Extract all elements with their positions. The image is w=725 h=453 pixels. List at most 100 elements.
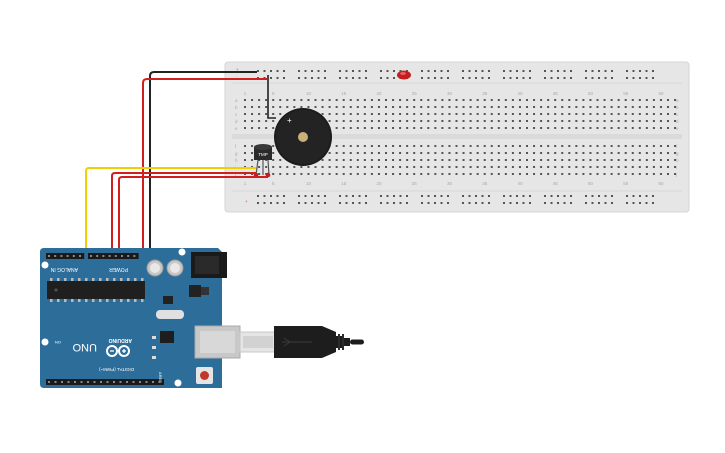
- breadboard-hole[interactable]: [279, 159, 282, 161]
- breadboard-hole[interactable]: [554, 173, 557, 175]
- breadboard-hole[interactable]: [540, 120, 543, 122]
- breadboard-hole[interactable]: [533, 145, 536, 147]
- wire-black-gnd[interactable]: [149, 71, 257, 256]
- rail-hole[interactable]: [386, 77, 389, 79]
- breadboard-hole[interactable]: [420, 113, 423, 115]
- breadboard-hole[interactable]: [244, 113, 246, 115]
- breadboard-hole[interactable]: [335, 127, 338, 129]
- rail-hole[interactable]: [386, 70, 389, 72]
- breadboard-hole[interactable]: [293, 173, 296, 175]
- header-pin[interactable]: [133, 255, 136, 257]
- rail-hole[interactable]: [317, 202, 320, 204]
- breadboard-hole[interactable]: [349, 99, 352, 101]
- rail-hole[interactable]: [427, 202, 430, 204]
- breadboard-hole[interactable]: [603, 173, 606, 175]
- breadboard-hole[interactable]: [518, 166, 521, 168]
- wire-red-a[interactable]: [111, 172, 256, 256]
- rail-hole[interactable]: [468, 77, 471, 79]
- breadboard-hole[interactable]: [638, 173, 641, 175]
- rail-hole[interactable]: [550, 77, 553, 79]
- header-pin[interactable]: [48, 255, 50, 257]
- breadboard-hole[interactable]: [427, 106, 430, 108]
- breadboard-hole[interactable]: [476, 173, 479, 175]
- breadboard-hole[interactable]: [526, 120, 528, 122]
- breadboard-hole[interactable]: [645, 99, 648, 101]
- rail-hole[interactable]: [276, 70, 279, 72]
- breadboard-hole[interactable]: [335, 120, 338, 122]
- breadboard-hole[interactable]: [356, 173, 359, 175]
- breadboard-hole[interactable]: [561, 106, 564, 108]
- breadboard-hole[interactable]: [448, 159, 451, 161]
- rail-hole[interactable]: [304, 202, 307, 204]
- rail-hole[interactable]: [427, 70, 430, 72]
- rail-hole[interactable]: [598, 77, 600, 79]
- breadboard-hole[interactable]: [652, 152, 655, 154]
- rail-hole[interactable]: [427, 195, 430, 197]
- rail-hole[interactable]: [339, 77, 341, 79]
- breadboard-hole[interactable]: [413, 99, 416, 101]
- rail-hole[interactable]: [386, 202, 389, 204]
- breadboard-hole[interactable]: [251, 106, 254, 108]
- breadboard-hole[interactable]: [448, 120, 451, 122]
- breadboard-hole[interactable]: [561, 159, 564, 161]
- breadboard-hole[interactable]: [568, 166, 571, 168]
- rail-hole[interactable]: [639, 195, 641, 197]
- breadboard-hole[interactable]: [286, 99, 289, 101]
- breadboard-hole[interactable]: [399, 113, 402, 115]
- header-pin[interactable]: [54, 381, 57, 383]
- header-pin[interactable]: [90, 255, 92, 257]
- rail-hole[interactable]: [358, 70, 361, 72]
- rail-hole[interactable]: [358, 195, 361, 197]
- rail-hole[interactable]: [570, 202, 572, 204]
- rail-hole[interactable]: [522, 70, 525, 72]
- breadboard-hole[interactable]: [272, 152, 275, 154]
- breadboard-hole[interactable]: [455, 152, 458, 154]
- breadboard-hole[interactable]: [603, 159, 606, 161]
- breadboard-hole[interactable]: [441, 120, 444, 122]
- breadboard-hole[interactable]: [476, 166, 479, 168]
- breadboard-hole[interactable]: [652, 106, 655, 108]
- breadboard-hole[interactable]: [511, 173, 514, 175]
- breadboard-hole[interactable]: [420, 120, 423, 122]
- breadboard-hole[interactable]: [272, 127, 275, 129]
- breadboard-hole[interactable]: [554, 145, 557, 147]
- breadboard-hole[interactable]: [526, 159, 528, 161]
- breadboard-hole[interactable]: [476, 152, 479, 154]
- breadboard-hole[interactable]: [469, 120, 472, 122]
- breadboard-hole[interactable]: [497, 120, 500, 122]
- rail-hole[interactable]: [447, 77, 449, 79]
- breadboard-hole[interactable]: [568, 106, 571, 108]
- rail-hole[interactable]: [270, 202, 272, 204]
- breadboard-hole[interactable]: [356, 145, 359, 147]
- breadboard-hole[interactable]: [476, 145, 479, 147]
- rail-hole[interactable]: [563, 195, 566, 197]
- breadboard-hole[interactable]: [328, 113, 331, 115]
- breadboard-hole[interactable]: [617, 99, 620, 101]
- breadboard-hole[interactable]: [589, 152, 592, 154]
- breadboard-hole[interactable]: [667, 99, 669, 101]
- breadboard-hole[interactable]: [335, 166, 338, 168]
- rail-hole[interactable]: [481, 77, 484, 79]
- breadboard-hole[interactable]: [561, 113, 564, 115]
- rail-hole[interactable]: [311, 77, 313, 79]
- breadboard-hole[interactable]: [363, 152, 366, 154]
- breadboard-hole[interactable]: [363, 120, 366, 122]
- breadboard-hole[interactable]: [399, 120, 402, 122]
- breadboard-hole[interactable]: [667, 127, 669, 129]
- breadboard-hole[interactable]: [659, 113, 662, 115]
- breadboard-hole[interactable]: [356, 99, 359, 101]
- breadboard-hole[interactable]: [617, 127, 620, 129]
- header-pin[interactable]: [93, 381, 96, 383]
- breadboard-hole[interactable]: [314, 99, 317, 101]
- breadboard-hole[interactable]: [497, 159, 500, 161]
- breadboard-hole[interactable]: [272, 120, 275, 122]
- breadboard-hole[interactable]: [258, 173, 261, 175]
- breadboard-hole[interactable]: [624, 173, 627, 175]
- breadboard-hole[interactable]: [638, 145, 641, 147]
- breadboard-hole[interactable]: [279, 99, 282, 101]
- breadboard-hole[interactable]: [427, 127, 430, 129]
- rail-hole[interactable]: [270, 77, 272, 79]
- breadboard-hole[interactable]: [427, 159, 430, 161]
- breadboard-hole[interactable]: [363, 113, 366, 115]
- header-pin[interactable]: [121, 255, 123, 257]
